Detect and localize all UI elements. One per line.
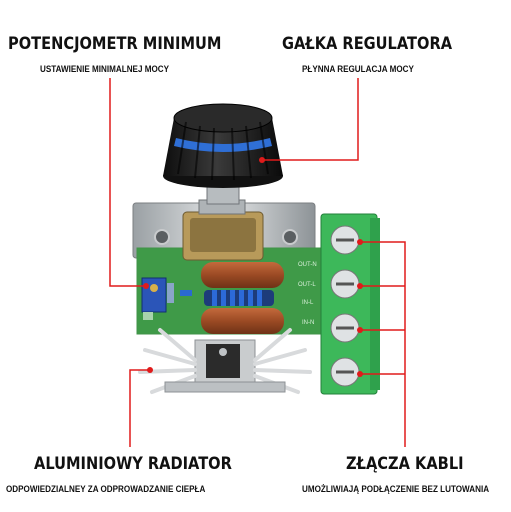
callout-knob — [262, 78, 359, 161]
regulator-knob — [163, 103, 283, 205]
callout-pot-min — [109, 78, 146, 287]
callout-lines — [109, 78, 406, 447]
silk-out-n: OUT-N — [298, 262, 317, 268]
terminal-screw — [330, 313, 360, 343]
small-components — [143, 283, 192, 320]
silk-out-l: OUT-L — [298, 282, 316, 288]
connectors-title: ZŁĄCZA KABLI — [346, 454, 464, 474]
connectors-subtitle: UMOŻLIWIAJĄ PODŁĄCZENIE BEZ LUTOWANIA — [302, 484, 490, 494]
main-potentiometer — [182, 199, 264, 261]
silk-in-l: IN-L — [302, 300, 314, 306]
knob-title: GAŁKA REGULATORA — [282, 34, 453, 54]
pot-min-subtitle: USTAWIENIE MINIMALNEJ MOCY — [40, 64, 170, 74]
inductor-coil — [204, 290, 274, 306]
callout-dots — [143, 157, 363, 377]
aluminium-heatsink — [138, 328, 312, 394]
silk-in-n: IN-N — [302, 320, 314, 326]
radiator-title: ALUMINIOWY RADIATOR — [34, 454, 232, 474]
terminal-screw — [330, 357, 360, 387]
pot-min-title: POTENCJOMETR MINIMUM — [8, 34, 222, 54]
radiator-subtitle: ODPOWIEDZIALNEY ZA ODPROWADZANIE CIEPŁA — [6, 484, 206, 494]
callout-connectors — [360, 241, 406, 447]
capacitors — [201, 262, 284, 334]
terminal-screw — [330, 225, 360, 255]
knob-subtitle: PŁYNNA REGULACJA MOCY — [302, 64, 414, 74]
terminal-screw — [330, 269, 360, 299]
trim-potentiometer — [141, 277, 167, 313]
terminal-block — [320, 213, 380, 395]
callout-radiator — [129, 369, 150, 447]
